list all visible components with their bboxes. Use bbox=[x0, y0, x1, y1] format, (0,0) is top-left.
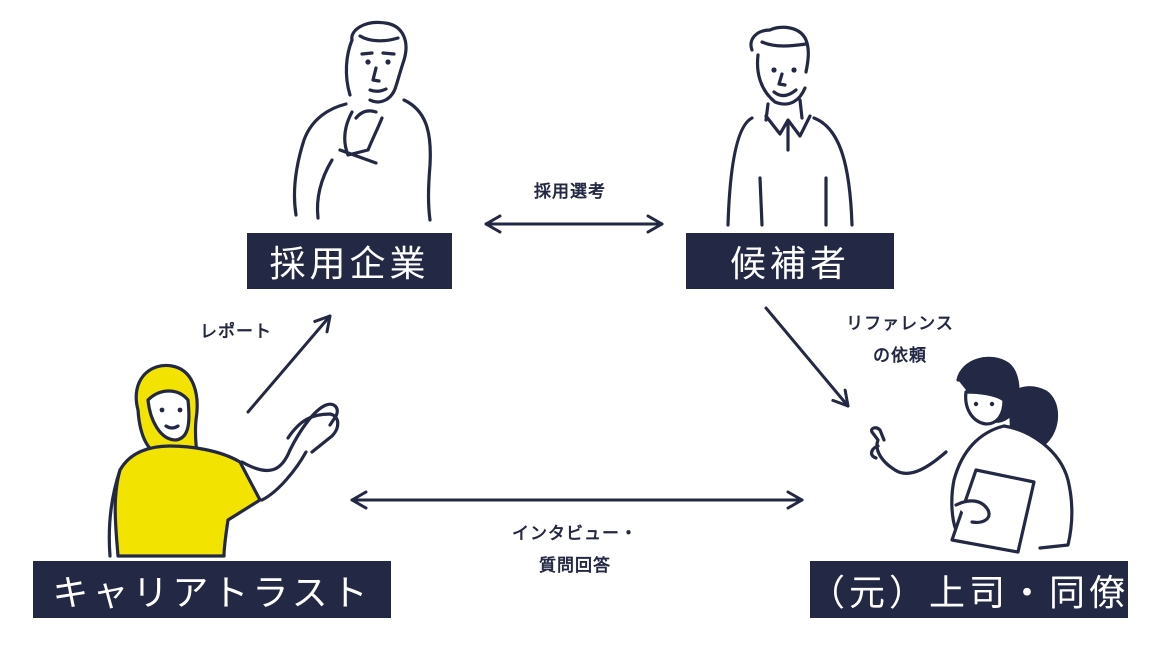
caption-screening: 採用選考 bbox=[534, 182, 606, 202]
caption-reference-2: の依頼 bbox=[873, 346, 927, 366]
node-colleague: （元）上司・同僚 bbox=[809, 561, 1128, 618]
node-employer: 採用企業 bbox=[247, 233, 452, 289]
caption-report: レポート bbox=[200, 322, 272, 342]
report-arrow bbox=[246, 314, 332, 414]
caption-reference-1: リファレンス bbox=[846, 314, 954, 334]
caption-interview-1: インタビュー・ bbox=[512, 524, 638, 544]
caption-interview-2: 質問回答 bbox=[539, 556, 611, 576]
reference-arrow bbox=[764, 306, 850, 408]
colleagues-figure-icon bbox=[869, 356, 1074, 554]
employer-figure-icon bbox=[292, 20, 432, 222]
careertrust-figure-icon bbox=[107, 363, 340, 558]
node-candidate: 候補者 bbox=[686, 233, 894, 289]
node-careertrust: キャリアトラスト bbox=[33, 561, 391, 618]
candidate-figure-icon bbox=[726, 25, 854, 227]
